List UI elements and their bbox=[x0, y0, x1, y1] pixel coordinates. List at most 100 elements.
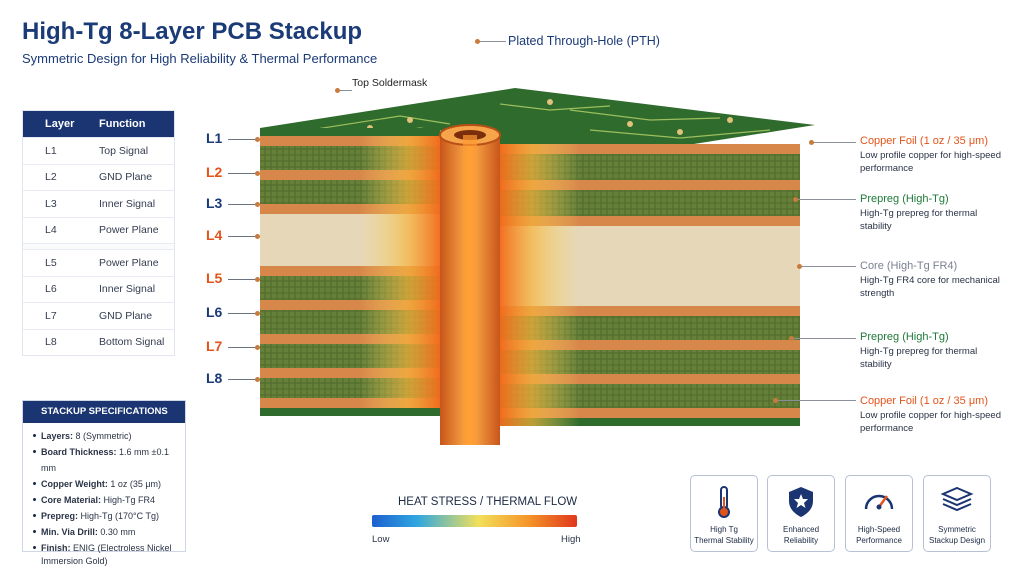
feature-line2: Thermal Stability bbox=[694, 536, 754, 545]
spec-value: 8 (Symmetric) bbox=[75, 431, 132, 441]
spec-item: Layers: 8 (Symmetric) bbox=[33, 428, 179, 444]
callout-heading: Prepreg (High-Tg) bbox=[860, 193, 949, 205]
callout-prepreg-top: Prepreg (High-Tg) High-Tg prepreg for th… bbox=[860, 193, 1010, 233]
page-subtitle: Symmetric Design for High Reliability & … bbox=[22, 51, 378, 66]
callout-leader bbox=[797, 264, 856, 269]
soldermask-leader bbox=[335, 88, 352, 93]
callout-heading: Core (High-Tg FR4) bbox=[860, 260, 958, 272]
spec-label: Finish: bbox=[41, 543, 71, 553]
callout-description: High-Tg FR4 core for mechanical strength bbox=[860, 275, 1000, 299]
spec-value: 0.30 mm bbox=[100, 527, 136, 537]
spec-item: Prepreg: High-Tg (170°C Tg) bbox=[33, 508, 179, 524]
stackup-specifications: STACKUP SPECIFICATIONS Layers: 8 (Symmet… bbox=[22, 400, 186, 566]
layer-label-l4: L4 bbox=[206, 227, 223, 243]
layer-label-l8: L8 bbox=[206, 370, 223, 386]
layer-label-l6: L6 bbox=[206, 304, 223, 320]
column-header-layer: Layer bbox=[45, 118, 75, 130]
table-row: L3 Inner Signal bbox=[23, 190, 174, 217]
spec-label: Layers: bbox=[41, 431, 74, 441]
layer-cell: L1 bbox=[45, 144, 57, 157]
callout-description: High-Tg prepreg for thermal stability bbox=[860, 208, 978, 232]
spec-value: 1.6 mm ±0.1 mm bbox=[41, 447, 170, 473]
left-layer-block bbox=[260, 128, 440, 416]
function-cell: Power Plane bbox=[99, 224, 159, 237]
function-cell: GND Plane bbox=[99, 171, 153, 184]
layer-label-l1: L1 bbox=[206, 130, 223, 146]
thermometer-icon bbox=[718, 486, 730, 518]
spec-label: Prepreg: bbox=[41, 511, 79, 521]
spec-item: Copper Weight: 1 oz (35 μm) bbox=[33, 476, 179, 492]
callout-leader bbox=[789, 336, 856, 341]
callout-heading: Prepreg (High-Tg) bbox=[860, 331, 949, 343]
pth-leader bbox=[475, 39, 506, 44]
layer-leader bbox=[228, 234, 260, 239]
callout-copper-foil-top: Copper Foil (1 oz / 35 μm) Low profile c… bbox=[860, 135, 1010, 175]
callout-copper-foil-bottom: Copper Foil (1 oz / 35 μm) Low profile c… bbox=[860, 395, 1010, 435]
spec-label: Core Material: bbox=[41, 495, 102, 505]
layer-leader bbox=[228, 137, 260, 142]
right-layer-block bbox=[500, 144, 800, 426]
layer-cell: L7 bbox=[45, 309, 57, 322]
feature-line1: Symmetric bbox=[938, 525, 976, 534]
function-cell: GND Plane bbox=[99, 309, 153, 322]
feature-line2: Stackup Design bbox=[928, 536, 986, 545]
callout-leader bbox=[773, 398, 856, 403]
spec-item: Core Material: High-Tg FR4 bbox=[33, 492, 179, 508]
feature-card-high-tg: High Tg Thermal Stability bbox=[690, 475, 758, 552]
callout-heading: Copper Foil (1 oz / 35 μm) bbox=[860, 395, 988, 407]
layer-leader bbox=[228, 311, 260, 316]
layer-cell: L5 bbox=[45, 256, 57, 269]
spec-value: ENIG (Electroless Nickel Immersion Gold) bbox=[41, 543, 172, 566]
spec-label: Min. Via Drill: bbox=[41, 527, 98, 537]
speedometer-icon bbox=[864, 494, 894, 510]
layer-leader bbox=[228, 345, 260, 350]
layer-leader bbox=[228, 277, 260, 282]
callout-description: Low profile copper for high-speed perfor… bbox=[860, 150, 1002, 174]
callout-description: High-Tg prepreg for thermal stability bbox=[860, 346, 978, 370]
feature-line2: Performance bbox=[856, 536, 902, 545]
layer-label-l7: L7 bbox=[206, 338, 223, 354]
heat-flow-label: HEAT STRESS / THERMAL FLOW bbox=[398, 496, 578, 508]
layer-table-header: Layer Function bbox=[23, 111, 174, 137]
table-row: L4 Power Plane bbox=[23, 216, 174, 244]
layer-leader bbox=[228, 202, 260, 207]
spec-item: Finish: ENIG (Electroless Nickel Immersi… bbox=[33, 540, 179, 568]
top-soldermask-label: Top Soldermask bbox=[352, 77, 428, 89]
shield-icon bbox=[789, 487, 813, 517]
spec-label: Copper Weight: bbox=[41, 479, 108, 489]
feature-line1: High-Speed bbox=[857, 525, 901, 534]
layer-leader bbox=[228, 171, 260, 176]
function-cell: Inner Signal bbox=[99, 283, 156, 296]
layer-cell: L6 bbox=[45, 283, 57, 296]
function-cell: Bottom Signal bbox=[99, 336, 165, 349]
layer-label-l2: L2 bbox=[206, 164, 223, 180]
table-row: L7 GND Plane bbox=[23, 302, 174, 329]
layer-cell: L2 bbox=[45, 171, 57, 184]
layer-label-l5: L5 bbox=[206, 270, 223, 286]
spec-label: Board Thickness: bbox=[41, 447, 117, 457]
callout-leader bbox=[809, 140, 856, 145]
table-row: L2 GND Plane bbox=[23, 163, 174, 191]
feature-line1: High Tg bbox=[710, 525, 738, 534]
callout-description: Low profile copper for high-speed perfor… bbox=[860, 410, 1002, 434]
function-cell: Top Signal bbox=[99, 144, 149, 157]
table-row: L6 Inner Signal bbox=[23, 275, 174, 303]
heat-gradient-bar bbox=[372, 515, 577, 527]
gradient-low-label: Low bbox=[372, 534, 390, 545]
layer-leader bbox=[228, 377, 260, 382]
layer-cell: L4 bbox=[45, 224, 57, 237]
spec-value: 1 oz (35 μm) bbox=[110, 479, 162, 489]
spec-item: Board Thickness: 1.6 mm ±0.1 mm bbox=[33, 444, 179, 476]
callout-core: Core (High-Tg FR4) High-Tg FR4 core for … bbox=[860, 260, 1010, 300]
spec-value: High-Tg (170°C Tg) bbox=[80, 511, 159, 521]
layer-cell: L3 bbox=[45, 197, 57, 210]
function-cell: Inner Signal bbox=[99, 197, 156, 210]
callout-leader bbox=[793, 197, 856, 202]
pth-label: Plated Through-Hole (PTH) bbox=[508, 34, 660, 48]
